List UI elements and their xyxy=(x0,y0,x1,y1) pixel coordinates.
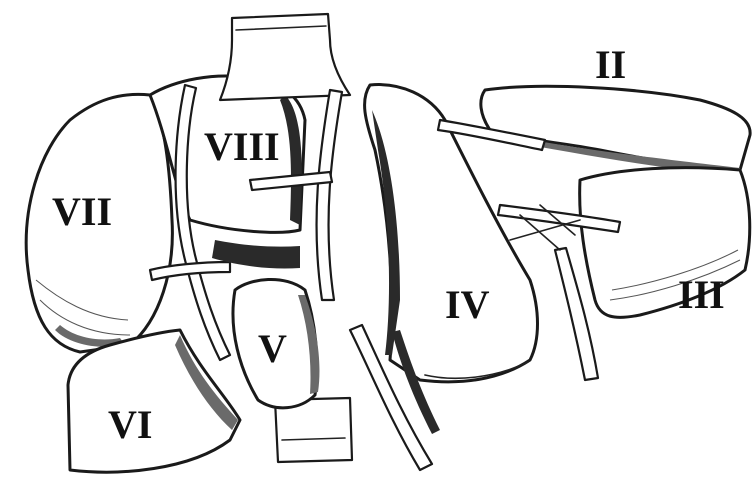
segment-label-vii: VII xyxy=(52,189,112,234)
segment-label-iii: III xyxy=(678,272,725,317)
segment-label-vi: VI xyxy=(108,402,152,447)
segment-label-ii: II xyxy=(595,42,626,87)
segment-ii-shape xyxy=(481,86,750,176)
segment-label-viii: VIII xyxy=(204,124,280,169)
segment-vi-shape xyxy=(68,330,240,472)
segment-label-iv: IV xyxy=(445,282,490,327)
vena-cava-top xyxy=(220,14,350,100)
segment-label-v: V xyxy=(258,326,287,371)
